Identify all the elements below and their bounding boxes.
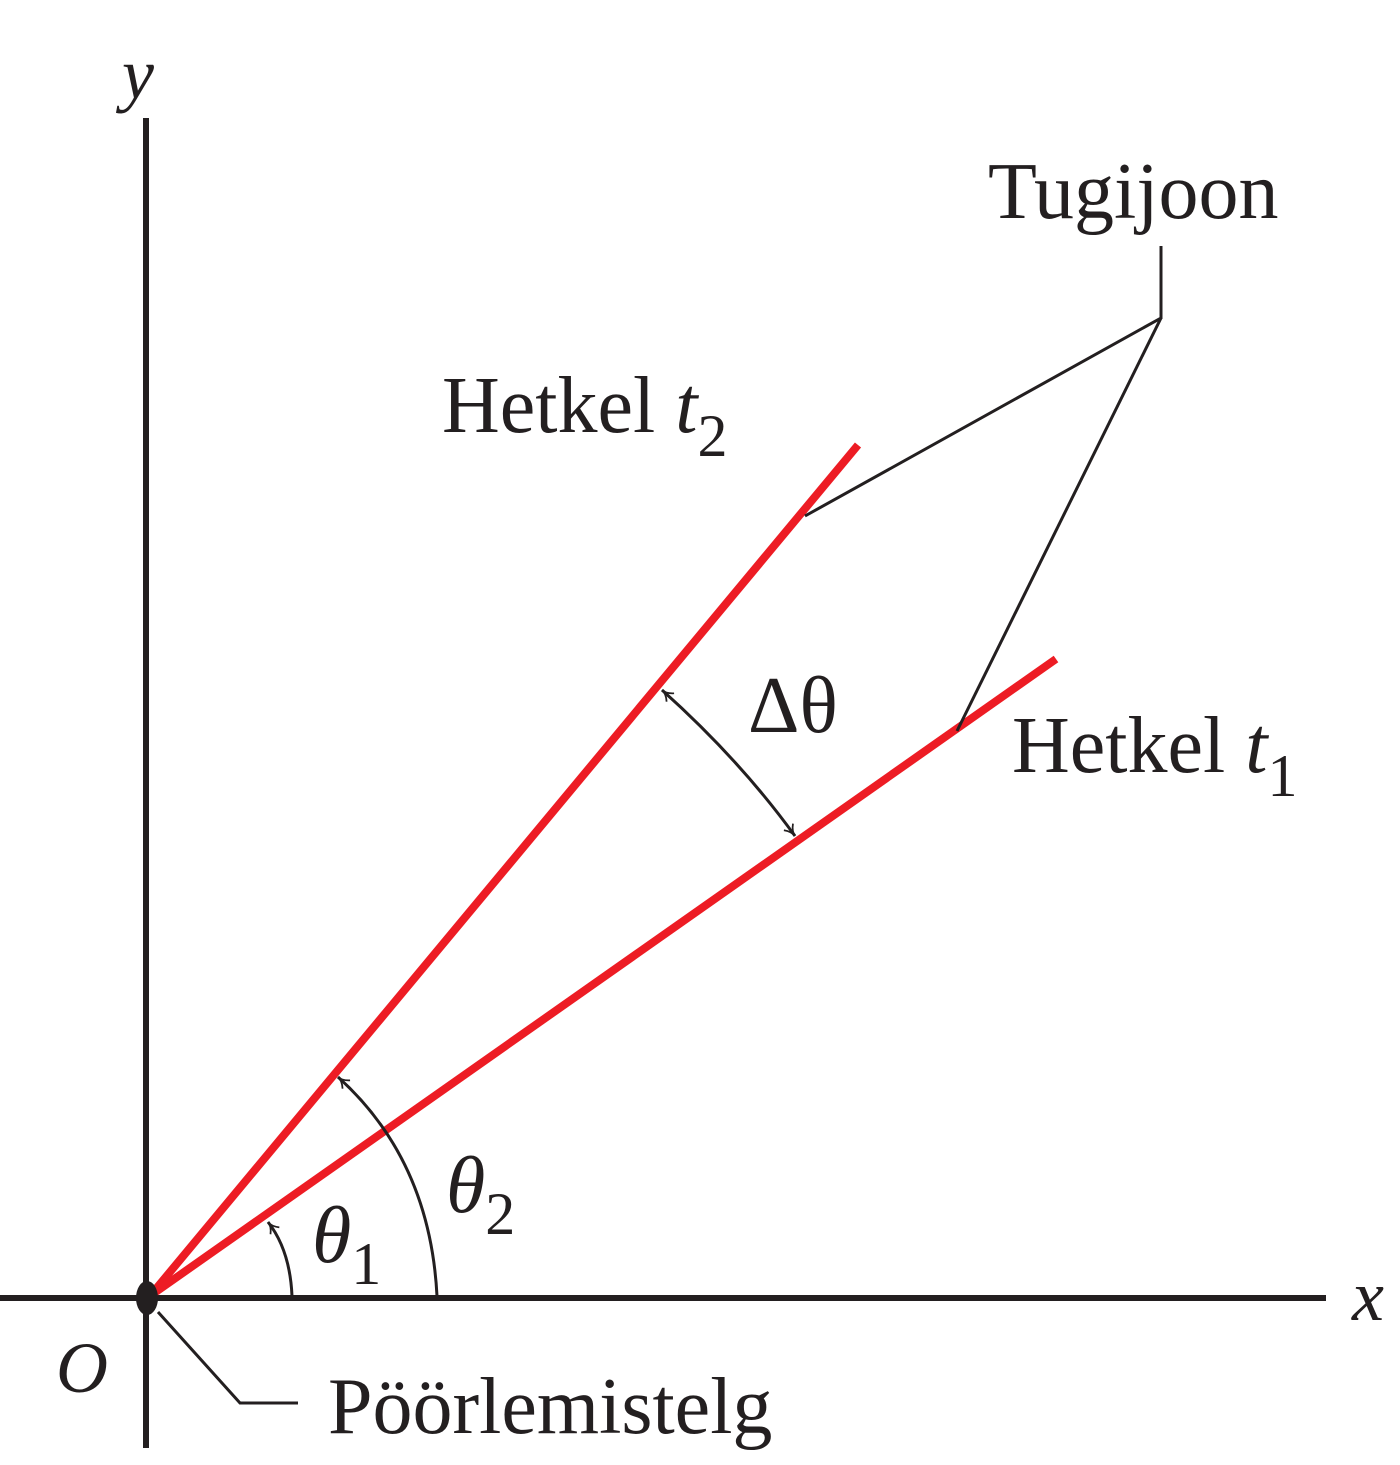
theta1-label: θ1 bbox=[312, 1192, 381, 1297]
delta-theta-arc bbox=[660, 688, 797, 837]
theta2-arc bbox=[336, 1075, 439, 1297]
reference-line-pointer bbox=[804, 246, 1163, 518]
rotation-axis-pointer bbox=[156, 1310, 298, 1405]
line-t2-label: Hetkel t2 bbox=[442, 362, 727, 469]
reference-line-pointer-t1 bbox=[955, 317, 1163, 732]
y-axis-label: y bbox=[115, 34, 154, 114]
line-t1 bbox=[147, 655, 1059, 1300]
line-t1-label: Hetkel t1 bbox=[1012, 702, 1297, 809]
origin-point bbox=[136, 1281, 158, 1315]
rotation-axis-label: Pöörlemistelg bbox=[328, 1363, 772, 1451]
reference-line-label: Tugijoon bbox=[988, 148, 1279, 236]
theta2-label: θ2 bbox=[446, 1142, 515, 1247]
line-t2 bbox=[146, 442, 862, 1299]
origin-label: O bbox=[56, 1328, 108, 1408]
x-axis-label: x bbox=[1351, 1256, 1384, 1336]
delta-theta-label: Δθ bbox=[748, 662, 838, 750]
theta1-arc bbox=[266, 1221, 294, 1297]
